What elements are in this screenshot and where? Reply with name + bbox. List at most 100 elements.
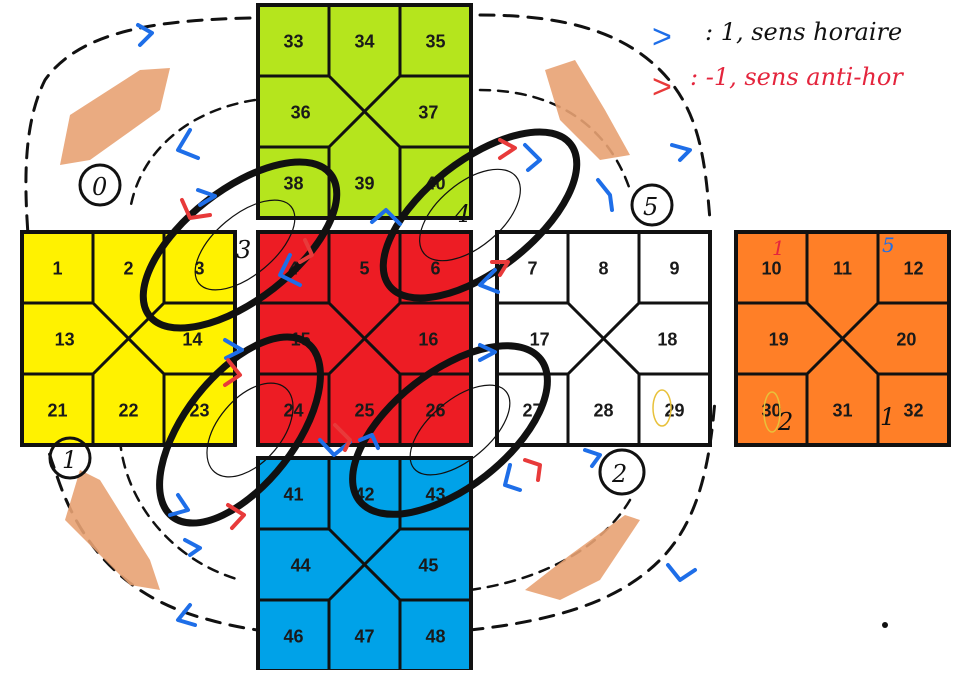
ring-label-2: 2 bbox=[611, 460, 627, 488]
cell-1: 1 bbox=[52, 259, 62, 279]
cell-28: 28 bbox=[593, 401, 613, 421]
cell-3: 3 bbox=[194, 259, 204, 279]
blue-arrow-4 bbox=[278, 253, 302, 287]
ring-label-3: 3 bbox=[236, 236, 251, 264]
blue-arrow-9 bbox=[670, 143, 692, 162]
red-arrow-8 bbox=[333, 423, 352, 452]
skin-shape-top-left bbox=[60, 68, 170, 165]
blue-arrow-17 bbox=[176, 603, 197, 627]
cell-33: 33 bbox=[283, 32, 303, 52]
ring-label-0: 0 bbox=[92, 173, 107, 201]
thin-loop-4 bbox=[409, 384, 511, 476]
blue-arrow-5 bbox=[370, 208, 402, 226]
blue-arrow-10 bbox=[478, 343, 497, 362]
ring-label-0-circle bbox=[78, 163, 122, 207]
ring-label-4: 4 bbox=[454, 200, 470, 228]
blue-arrow-19 bbox=[503, 463, 522, 492]
cell-45: 45 bbox=[418, 556, 438, 576]
cell-mark-29-loop bbox=[652, 389, 672, 427]
red-arrow-5 bbox=[223, 358, 242, 387]
blue-arrow-15 bbox=[583, 448, 602, 468]
cell-46: 46 bbox=[283, 627, 303, 647]
inner-dashed-loop bbox=[118, 88, 632, 592]
thin-loop-3 bbox=[206, 382, 294, 478]
cell-8: 8 bbox=[598, 259, 608, 279]
red-face-gridline bbox=[327, 301, 402, 376]
red-arrow-7 bbox=[523, 458, 542, 482]
cell-30: 30 bbox=[761, 401, 781, 421]
blue-arrow-7 bbox=[478, 268, 500, 294]
red-arrow-3 bbox=[498, 138, 517, 160]
skin-shape-bottom-left bbox=[65, 470, 160, 590]
cell-41: 41 bbox=[283, 485, 303, 505]
cell-23: 23 bbox=[189, 401, 209, 421]
blue-arrow-11 bbox=[223, 338, 244, 360]
skin-shape-bottom-right bbox=[525, 515, 640, 600]
red-arrows bbox=[180, 138, 542, 530]
cell-17: 17 bbox=[530, 330, 550, 350]
legend: > : 1, sens horaire > : -1, sens anti-ho… bbox=[652, 18, 904, 106]
blue-arrow-18 bbox=[358, 433, 380, 450]
blue-arrow-16 bbox=[666, 563, 697, 582]
cell-36: 36 bbox=[291, 103, 311, 123]
cell-16: 16 bbox=[418, 330, 438, 350]
ring-left-bottom bbox=[156, 333, 324, 527]
white-face-gridline bbox=[566, 301, 641, 376]
blue-arrow-13 bbox=[168, 493, 190, 517]
ring-label-group: 0 1 2 3 4 5 bbox=[48, 163, 674, 496]
cell-22: 22 bbox=[118, 401, 138, 421]
green-face-gridline bbox=[327, 74, 402, 149]
cell-21: 21 bbox=[47, 401, 67, 421]
cell-47: 47 bbox=[354, 627, 374, 647]
blue-arrow-1 bbox=[136, 23, 154, 47]
blue-arrow-6 bbox=[523, 143, 542, 172]
cell-39: 39 bbox=[354, 174, 374, 194]
blue-arrow-8 bbox=[596, 178, 614, 212]
blue-arrow-2 bbox=[176, 128, 200, 160]
legend-red-marker: > bbox=[652, 68, 672, 106]
orange-face-gridline bbox=[805, 301, 880, 376]
ring-label-5: 5 bbox=[643, 193, 658, 221]
thin-loop-1 bbox=[194, 199, 296, 291]
thin-loops bbox=[194, 168, 521, 478]
cell-26: 26 bbox=[425, 401, 445, 421]
cell-mark-group: 1 5 2 1 bbox=[652, 233, 895, 436]
ring-right-bottom bbox=[349, 342, 551, 518]
red-arrow-2 bbox=[298, 238, 314, 264]
blue-arrows bbox=[136, 23, 697, 627]
cell-mark-30: 2 bbox=[777, 408, 793, 436]
cell-11: 11 bbox=[833, 259, 852, 279]
ring-label-5-circle bbox=[630, 183, 674, 227]
cell-mark-30-loop bbox=[763, 391, 781, 433]
cell-38: 38 bbox=[283, 174, 303, 194]
cell-19: 19 bbox=[769, 330, 789, 350]
cell-mark-31: 1 bbox=[880, 403, 895, 431]
red-arrow-1 bbox=[180, 198, 212, 220]
blue-arrow-3 bbox=[196, 188, 217, 207]
red-arrow-6 bbox=[226, 503, 246, 530]
cell-5: 5 bbox=[359, 259, 369, 279]
stray-dot bbox=[882, 622, 888, 628]
skin-shape-top-right bbox=[545, 60, 630, 160]
thin-loop-2 bbox=[419, 168, 521, 262]
cell-32: 32 bbox=[903, 401, 923, 421]
cell-31: 31 bbox=[832, 401, 852, 421]
cell-35: 35 bbox=[425, 32, 445, 52]
ring-label-1-circle bbox=[48, 436, 92, 480]
ring-label-2-circle bbox=[598, 448, 646, 496]
cell-18: 18 bbox=[657, 330, 677, 350]
cell-14: 14 bbox=[182, 330, 202, 350]
cell-mark-10: 1 bbox=[772, 236, 785, 260]
cell-37: 37 bbox=[418, 103, 438, 123]
outer-dashed-loop bbox=[24, 13, 717, 639]
red-arrow-4 bbox=[490, 260, 510, 277]
cell-44: 44 bbox=[291, 556, 311, 576]
cell-25: 25 bbox=[354, 401, 374, 421]
cell-34: 34 bbox=[354, 32, 374, 52]
cell-2: 2 bbox=[123, 259, 133, 279]
legend-red-text: : -1, sens anti-hor bbox=[690, 63, 904, 91]
